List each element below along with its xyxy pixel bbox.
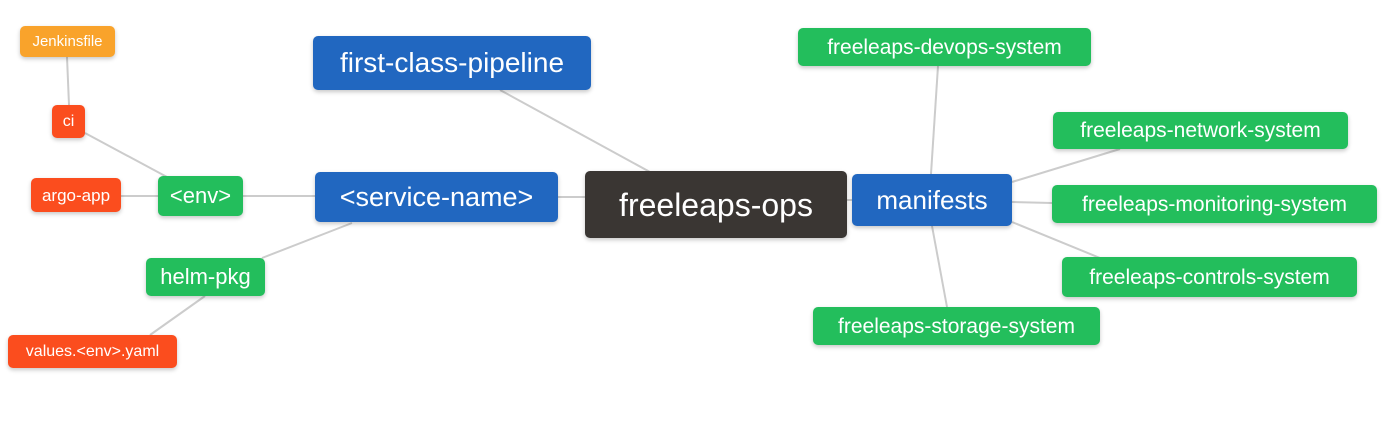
node-values-env-yaml[interactable]: values.<env>.yaml [8, 335, 177, 368]
node-storage-system[interactable]: freeleaps-storage-system [813, 307, 1100, 345]
node-service-name[interactable]: <service-name> [315, 172, 558, 222]
node-argo-app[interactable]: argo-app [31, 178, 121, 212]
node-devops-system[interactable]: freeleaps-devops-system [798, 28, 1091, 66]
edge-pipeline-ops [499, 89, 651, 173]
node-network-system[interactable]: freeleaps-network-system [1053, 112, 1348, 149]
node-monitoring-system[interactable]: freeleaps-monitoring-system [1052, 185, 1377, 223]
edge-ci-env [84, 132, 168, 178]
node-helm-pkg[interactable]: helm-pkg [146, 258, 265, 296]
edge-manifests-monitoring [1011, 201, 1053, 204]
node-jenkinsfile[interactable]: Jenkinsfile [20, 26, 115, 57]
edge-manifests-devops [930, 65, 939, 175]
node-ci[interactable]: ci [52, 105, 85, 138]
edge-values-helm-pkg [149, 295, 206, 336]
edge-manifests-network [1011, 148, 1121, 183]
node-env[interactable]: <env> [158, 176, 243, 216]
node-freeleaps-ops[interactable]: freeleaps-ops [585, 171, 847, 238]
node-first-class-pipeline[interactable]: first-class-pipeline [313, 36, 591, 90]
edge-jenkinsfile-ci [66, 56, 70, 106]
edge-manifests-controls [1011, 221, 1101, 259]
node-manifests[interactable]: manifests [852, 174, 1012, 226]
edge-helm-pkg-service-name [261, 222, 353, 259]
edge-manifests-storage [931, 225, 948, 308]
node-controls-system[interactable]: freeleaps-controls-system [1062, 257, 1357, 297]
